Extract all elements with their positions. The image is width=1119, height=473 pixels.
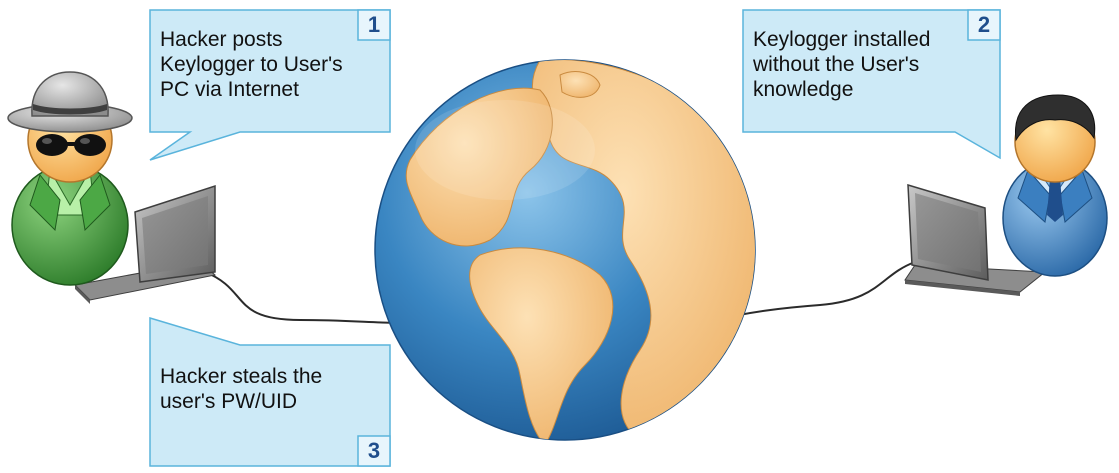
callout-2-number-badge: 2	[977, 12, 991, 37]
callout-2	[742, 9, 1001, 160]
user-figure-icon	[1002, 94, 1108, 277]
hacker-figure-icon	[7, 71, 133, 286]
callout-1-text: Hacker posts Keylogger to User's PC via …	[160, 27, 343, 102]
callout-3-number-badge: 3	[367, 438, 381, 463]
sunglasses-icon	[36, 134, 106, 156]
callout-3	[149, 316, 391, 467]
internet-globe-icon	[374, 59, 756, 441]
callout-1-line-2: Keylogger to User's	[160, 53, 343, 76]
callout-3-text: Hacker steals the user's PW/UID	[160, 364, 322, 414]
hacker-laptop-icon	[73, 184, 217, 304]
callout-2-line-2: without the User's	[753, 53, 920, 76]
callout-3-line-1: Hacker steals the	[160, 365, 323, 388]
callout-1-line-1: Hacker posts	[160, 28, 283, 51]
callout-3-line-2: user's PW/UID	[160, 390, 298, 413]
user-network-cable	[714, 261, 916, 321]
callout-1-number-badge: 1	[367, 12, 381, 37]
callout-2-text: Keylogger installed without the User's k…	[753, 27, 930, 102]
user-laptop-icon	[904, 183, 1047, 296]
callout-1	[149, 9, 391, 161]
callout-2-line-1: Keylogger installed	[753, 28, 931, 51]
callout-1-line-3: PC via Internet	[160, 78, 299, 101]
callout-2-line-3: knowledge	[753, 78, 854, 101]
